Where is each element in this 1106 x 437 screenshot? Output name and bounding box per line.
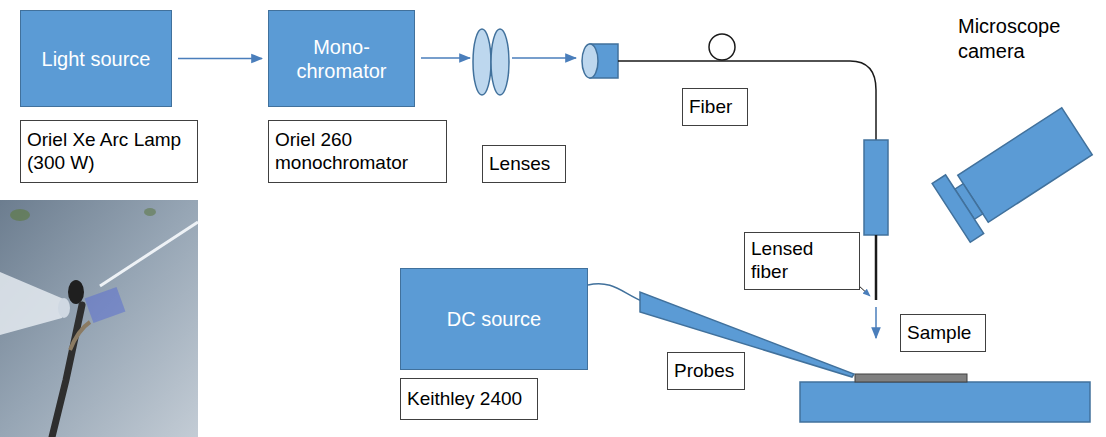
- note-box: Lenses: [482, 145, 566, 183]
- photo-blur: [144, 208, 156, 216]
- photo-fiber: [0, 272, 66, 335]
- lensed-fiber-tip: [875, 235, 878, 300]
- photo-probe-arm: [70, 322, 90, 350]
- photo-ground: [0, 200, 198, 437]
- photo-chip: [85, 287, 126, 323]
- photo-blur: [10, 209, 30, 221]
- node-text: Probes: [674, 360, 738, 383]
- part-label: Microscope camera: [958, 14, 1098, 64]
- photo-probe-tip: [68, 280, 84, 304]
- note-box: Sample: [900, 314, 986, 352]
- note-box: Lensed fiber: [744, 232, 860, 290]
- photo-probe: [52, 305, 82, 437]
- node-text: Mono- chromator: [277, 35, 406, 83]
- fiber-coupler-face: [582, 44, 598, 78]
- node-text: Oriel 260 monochromator: [275, 129, 440, 175]
- source-box: DC source: [400, 268, 588, 370]
- note-box: Oriel Xe Arc Lamp (300 W): [20, 120, 198, 183]
- probe-cable: [588, 284, 642, 301]
- fiber-line: [618, 61, 876, 140]
- node-text: Sample: [907, 322, 979, 345]
- camera-symbol: [932, 102, 1096, 242]
- node-text: Lensed fiber: [751, 238, 853, 284]
- lens-symbol: [473, 29, 491, 95]
- lens-symbol: [491, 29, 509, 95]
- photo-fiber-tip: [58, 298, 70, 318]
- node-text: DC source: [409, 307, 579, 331]
- note-box: Probes: [667, 352, 745, 390]
- source-box: Light source: [20, 10, 172, 107]
- photo-probe: [100, 222, 198, 286]
- fiber-holder: [864, 140, 888, 235]
- node-text: Lenses: [489, 153, 559, 176]
- setup-photo: [0, 200, 198, 437]
- beam-arrow: [875, 307, 877, 338]
- beam-arrow: [421, 57, 470, 59]
- note-box: Keithley 2400: [400, 378, 538, 420]
- node-text: Oriel Xe Arc Lamp (300 W): [27, 129, 191, 175]
- note-box: Fiber: [682, 88, 748, 126]
- camera-lens: [932, 175, 984, 242]
- node-text: Keithley 2400: [407, 388, 531, 411]
- note-box: Oriel 260 monochromator: [268, 120, 447, 183]
- stage: [800, 382, 1090, 422]
- beam-arrow: [178, 58, 262, 60]
- fiber-loop: [709, 34, 735, 60]
- node-text: Light source: [29, 47, 163, 71]
- monochromator-box: Mono- chromator: [268, 10, 415, 107]
- node-text: Fiber: [689, 96, 741, 119]
- sample-layer: [855, 374, 967, 382]
- beam-arrow: [512, 57, 576, 59]
